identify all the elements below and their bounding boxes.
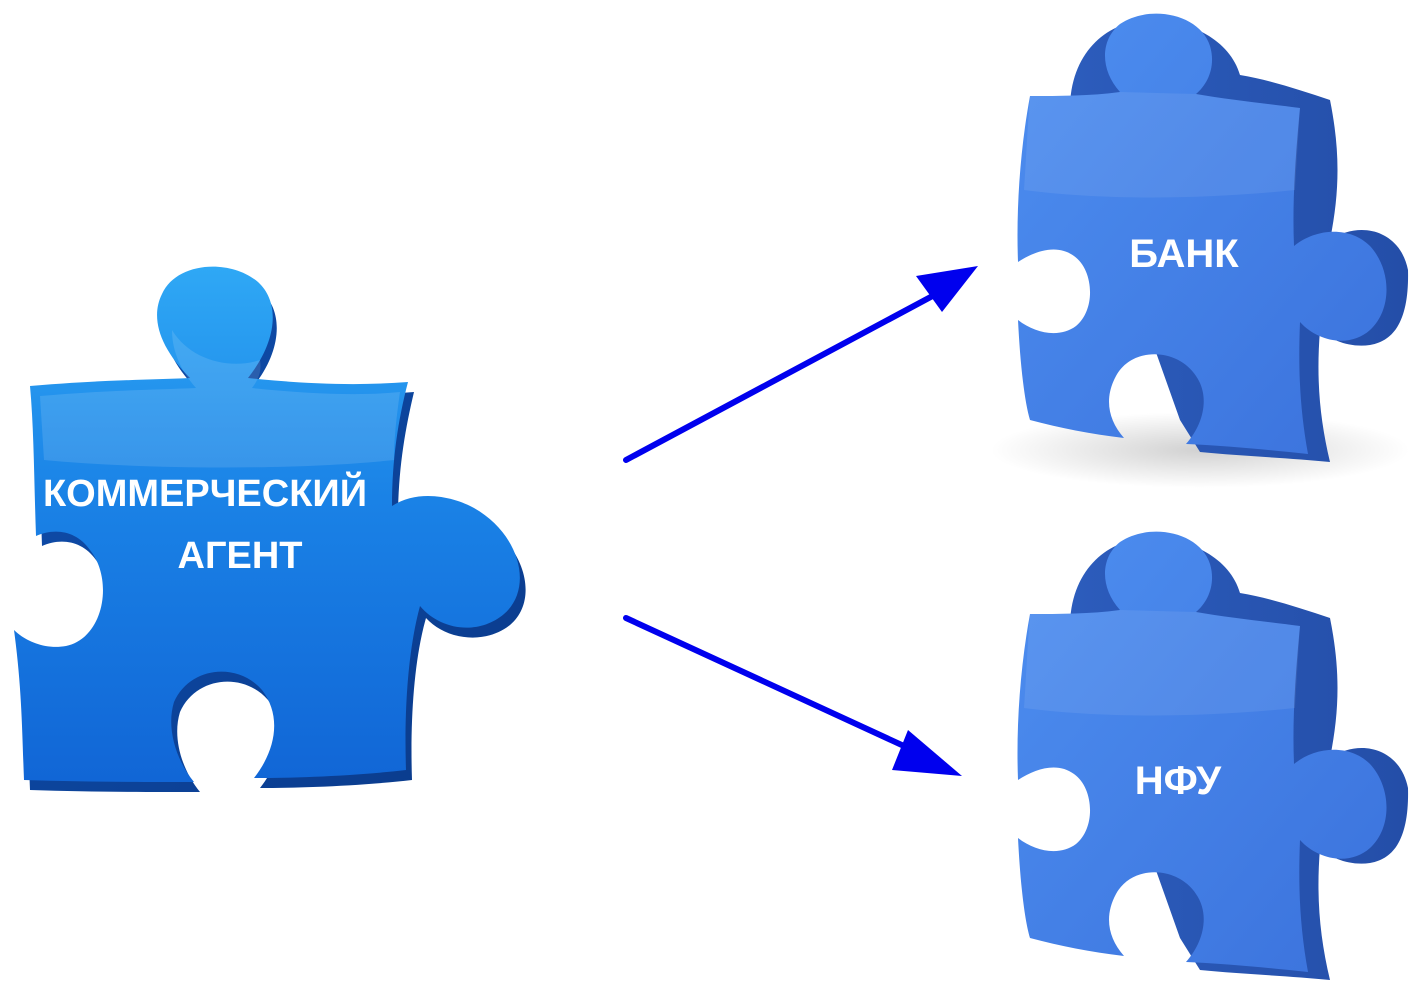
- bank-node: БАНК: [990, 13, 1409, 488]
- agent-piece-face: [14, 266, 520, 783]
- nfu-piece-face: [1017, 531, 1387, 972]
- edge-agent-to-bank: [623, 266, 978, 463]
- nfu-node: НФУ: [1017, 531, 1409, 980]
- puzzle-piece-icon: [1017, 13, 1409, 462]
- bank-label: БАНК: [1129, 232, 1239, 276]
- arrowhead-icon: [892, 730, 962, 776]
- nfu-label: НФУ: [1135, 759, 1223, 803]
- agent-label-line1: КОММЕРЧЕСКИЙ: [43, 470, 367, 515]
- agent-node: КОММЕРЧЕСКИЙ АГЕНТ: [14, 266, 526, 792]
- puzzle-piece-icon: [14, 266, 526, 792]
- agent-piece-highlight: [40, 330, 400, 468]
- nfu-piece-highlight: [1024, 610, 1300, 716]
- arrow-line: [623, 615, 933, 761]
- bank-piece-face: [1017, 13, 1387, 455]
- arrowhead-icon: [916, 266, 978, 312]
- puzzle-piece-icon: [1017, 531, 1409, 980]
- bank-piece-highlight: [1024, 92, 1300, 198]
- arrow-line: [623, 289, 943, 463]
- edge-agent-to-nfu: [623, 615, 962, 776]
- agent-label-line2: АГЕНТ: [178, 535, 303, 577]
